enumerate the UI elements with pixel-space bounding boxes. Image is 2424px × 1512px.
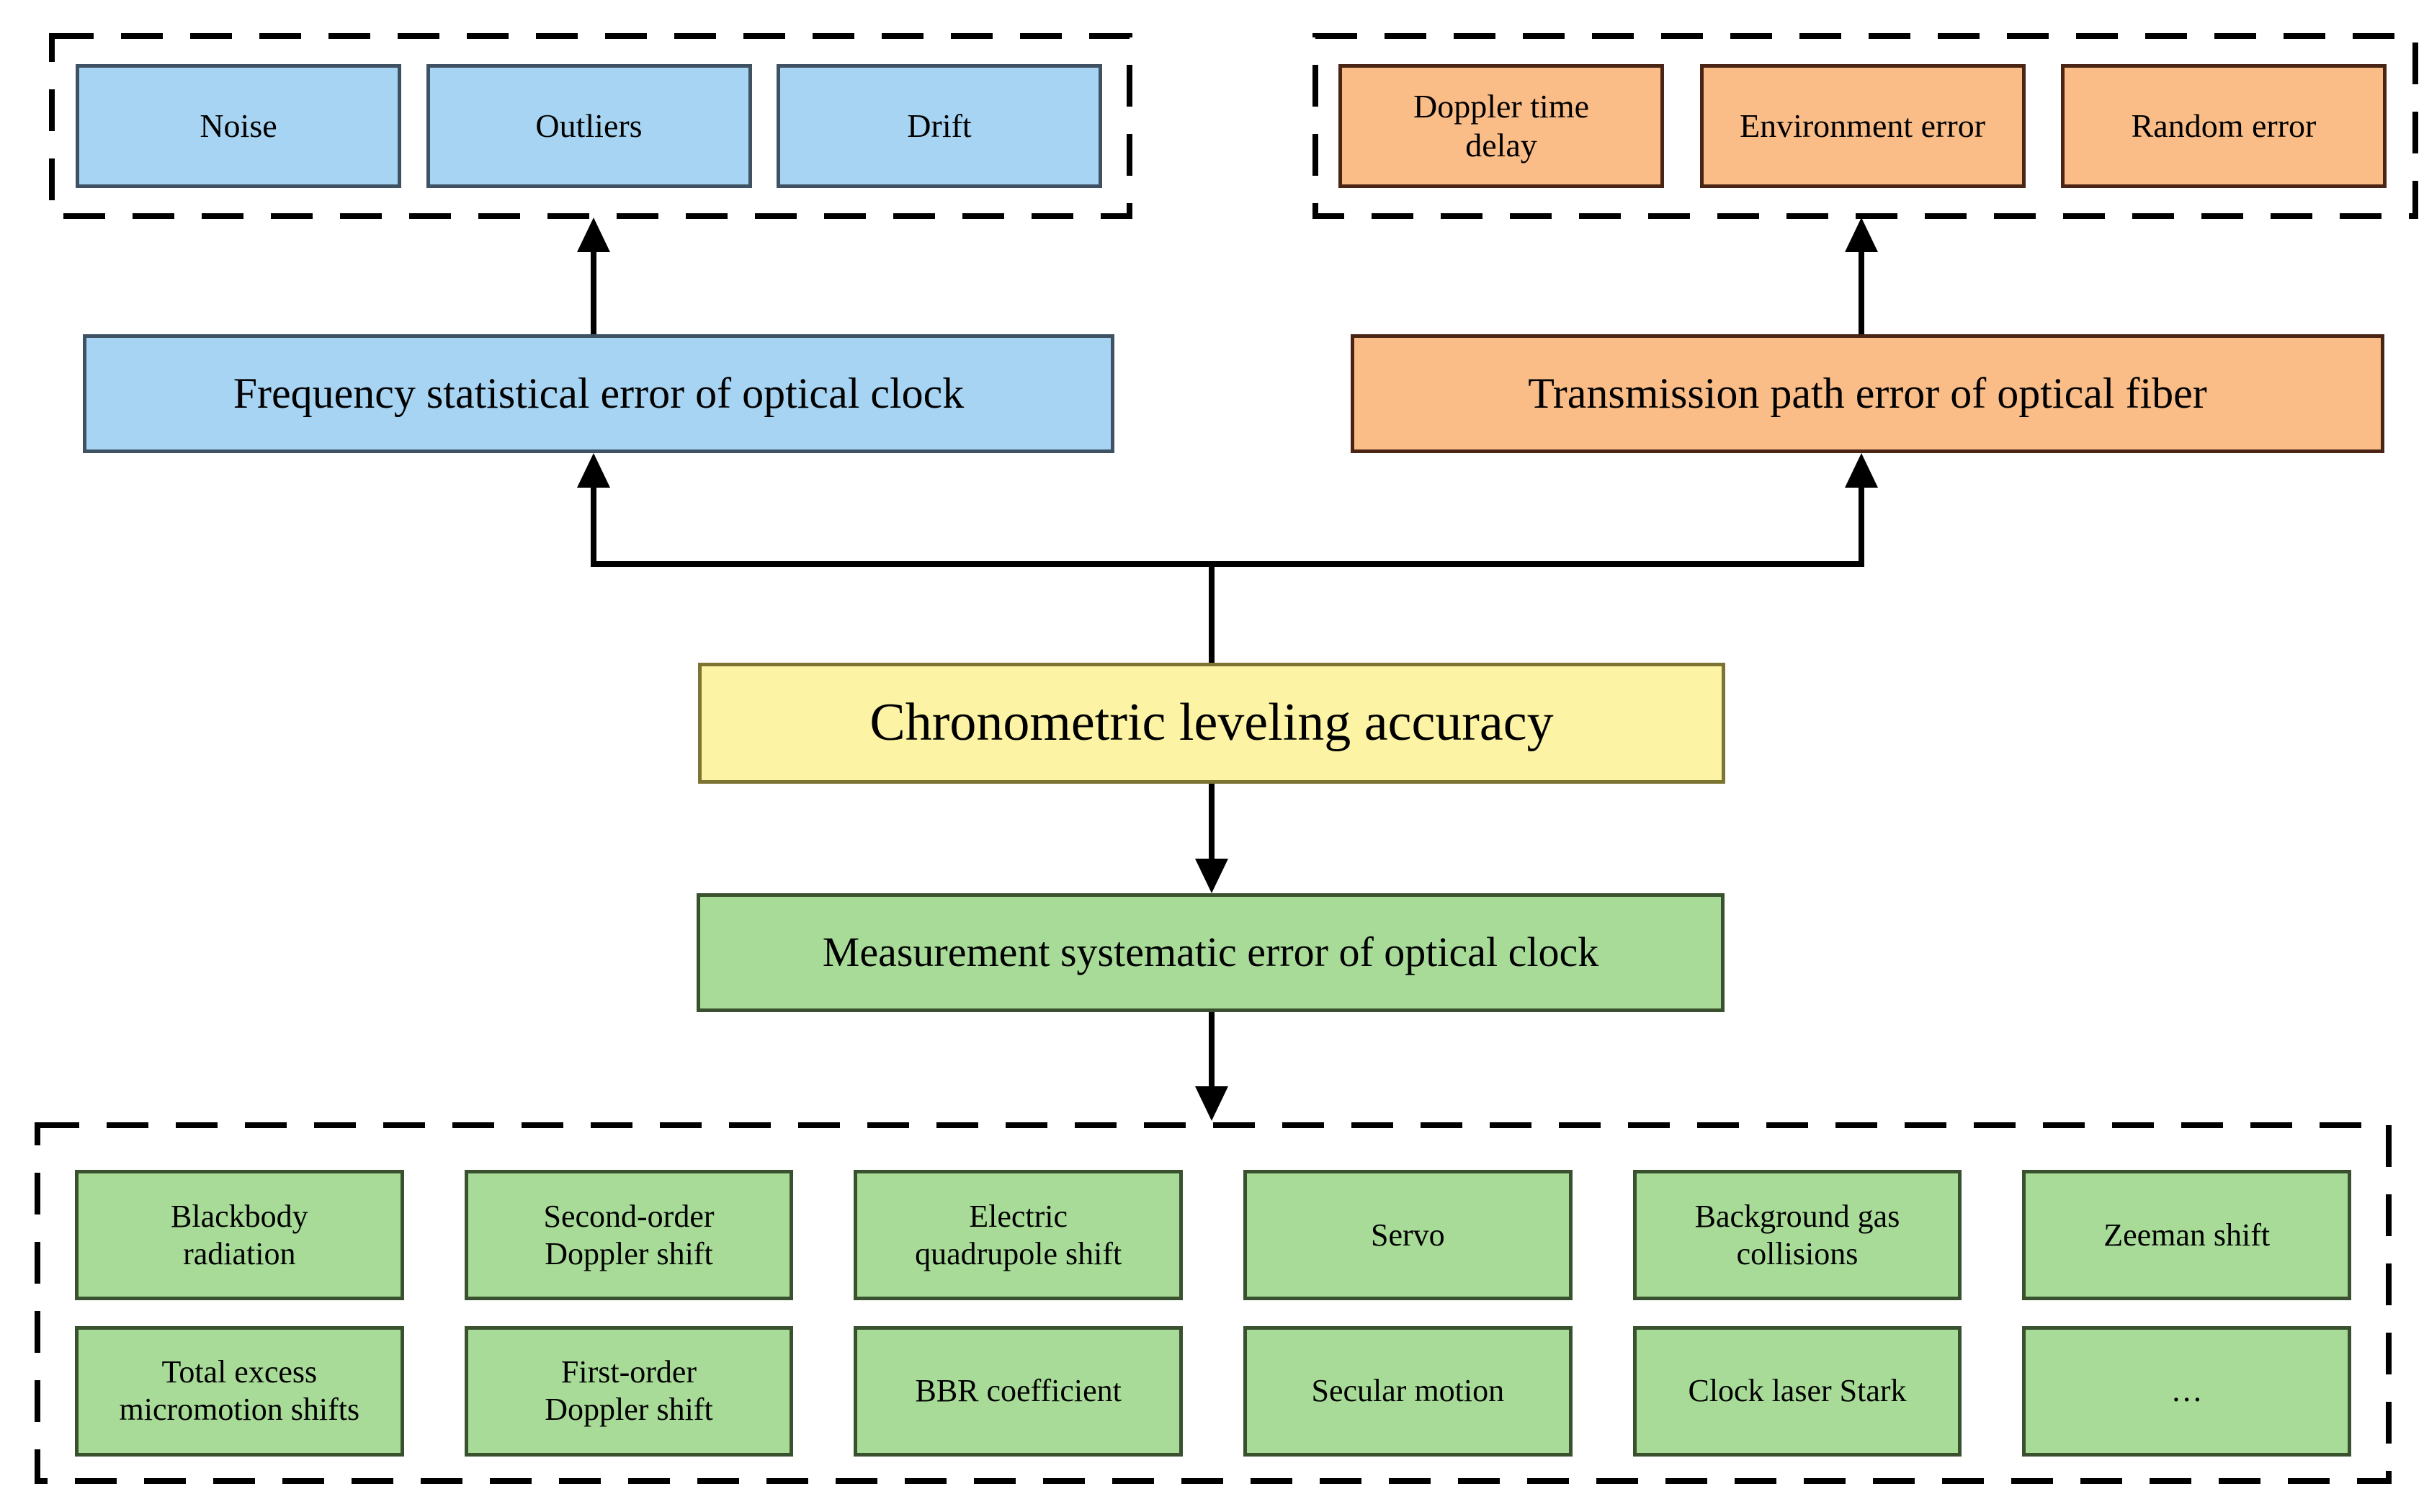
node-total-excess-micromotion: Total excess micromotion shifts [75, 1325, 404, 1457]
connector-center-up [1209, 561, 1215, 663]
node-electric-quadrupole: Electric quadrupole shift [854, 1170, 1183, 1300]
node-noise: Noise [76, 64, 401, 188]
systematic-items-grid: Blackbody radiation Second-order Doppler… [35, 1122, 2392, 1484]
arrowhead-into-transmission-box [1845, 453, 1878, 488]
node-frequency-statistical-error: Frequency statistical error of optical c… [83, 334, 1114, 453]
connector-center-down [1209, 784, 1215, 860]
systematic-error-group: Blackbody radiation Second-order Doppler… [35, 1122, 2392, 1484]
arrowhead-into-transmission-group [1845, 218, 1878, 252]
node-doppler-time-delay: Doppler time delay [1338, 64, 1664, 188]
node-background-gas-collisions: Background gas collisions [1632, 1170, 1962, 1300]
connector-branch-to-transmission [1859, 488, 1864, 567]
node-second-order-doppler: Second-order Doppler shift [464, 1170, 794, 1300]
node-servo: Servo [1243, 1170, 1573, 1300]
node-drift: Drift [777, 64, 1102, 188]
arrowhead-into-systematic-group [1195, 1086, 1228, 1121]
node-first-order-doppler: First-order Doppler shift [464, 1325, 794, 1457]
connector-transmission-to-group [1859, 252, 1864, 334]
statistical-items-row: Noise Outliers Drift [49, 33, 1132, 219]
connector-measurement-to-systematic [1209, 1012, 1215, 1088]
node-transmission-path-error: Transmission path error of optical fiber [1351, 334, 2384, 453]
node-clock-laser-stark: Clock laser Stark [1632, 1325, 1962, 1457]
arrowhead-into-frequency-box [577, 453, 610, 488]
connector-branch-to-frequency [591, 488, 596, 567]
statistical-error-group: Noise Outliers Drift [49, 33, 1132, 219]
node-secular-motion: Secular motion [1243, 1325, 1573, 1457]
node-blackbody-radiation: Blackbody radiation [75, 1170, 404, 1300]
transmission-error-group: Doppler time delay Environment error Ran… [1312, 33, 2418, 219]
node-zeeman-shift: Zeeman shift [2022, 1170, 2351, 1300]
node-bbr-coefficient: BBR coefficient [854, 1325, 1183, 1457]
node-random-error: Random error [2061, 64, 2387, 188]
node-measurement-systematic-error: Measurement systematic error of optical … [697, 893, 1725, 1012]
node-ellipsis: … [2022, 1325, 2351, 1457]
transmission-items-row: Doppler time delay Environment error Ran… [1312, 33, 2418, 219]
node-environment-error: Environment error [1699, 64, 2026, 188]
node-chronometric-leveling-accuracy: Chronometric leveling accuracy [698, 663, 1725, 784]
connector-branch-horizontal [591, 561, 1864, 567]
arrowhead-into-statistical-group [577, 218, 610, 252]
node-outliers: Outliers [426, 64, 752, 188]
arrowhead-into-measurement-box [1195, 859, 1228, 893]
connector-frequency-to-statistical [591, 252, 596, 334]
